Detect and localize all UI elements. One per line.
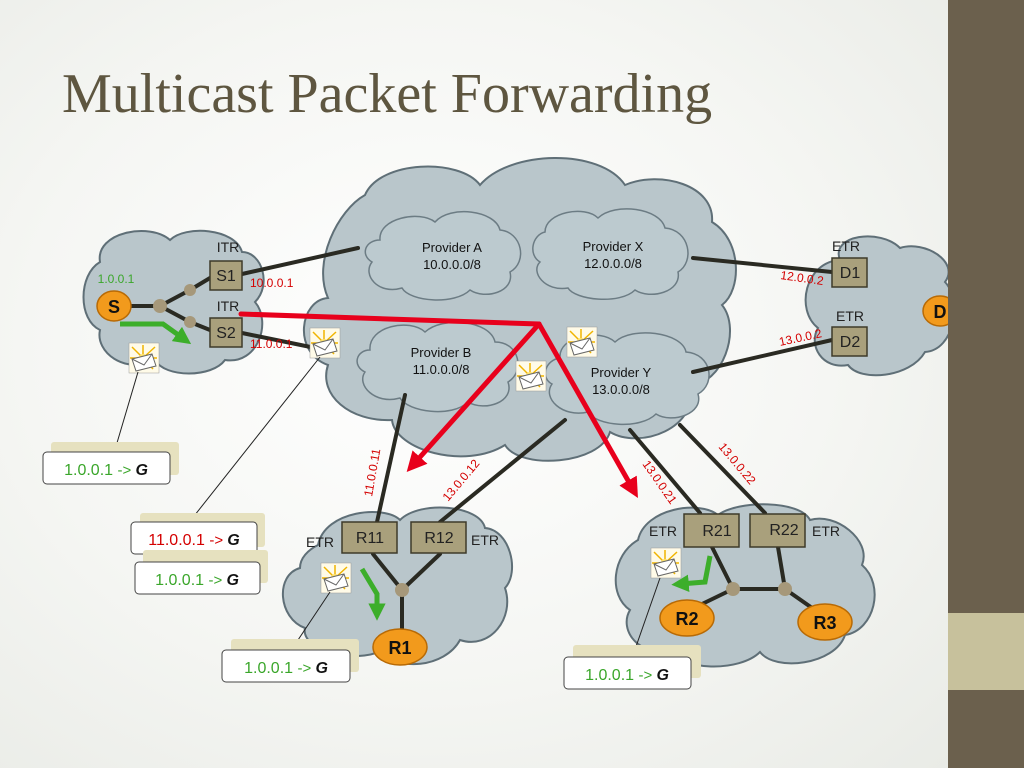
r12-rloc-label: 13.0.0.12 xyxy=(440,456,483,504)
provider-x-prefix: 12.0.0.0/8 xyxy=(584,256,642,271)
router-s1[interactable]: S1 xyxy=(209,260,243,291)
packet-src-address: 1.0.0.1 xyxy=(244,660,293,677)
d1-rloc-label: 12.0.0.2 xyxy=(780,268,825,288)
provider-b-label: Provider B xyxy=(411,345,472,360)
d1-role-tag: ETR xyxy=(832,238,860,254)
source-eid-label: 1.0.0.1 xyxy=(98,272,135,286)
multicast-packet-icon xyxy=(515,360,547,392)
receiver-node-r1[interactable]: R1 xyxy=(372,628,428,666)
provider-b-prefix: 11.0.0.0/8 xyxy=(413,362,470,377)
packet-src-address: 1.0.0.1 xyxy=(64,462,113,479)
packet-group: G xyxy=(226,572,238,589)
receiver-r2-label: R2 xyxy=(675,609,698,629)
sidebar-band xyxy=(948,613,1024,690)
router-r21-label: R21 xyxy=(702,523,731,540)
router-r12-label: R12 xyxy=(424,530,453,547)
callout-leader xyxy=(113,371,139,454)
provider-x-label: Provider X xyxy=(583,239,644,254)
s2-hub xyxy=(184,316,196,328)
multicast-packet-icon xyxy=(128,342,160,374)
r11-rloc-label: 11.0.0.11 xyxy=(361,447,383,497)
packet-src-address: 1.0.0.1 xyxy=(155,572,204,589)
packet-src-address: 1.0.0.1 xyxy=(585,667,634,684)
r11-role-tag: ETR xyxy=(306,534,334,550)
router-r22-label: R22 xyxy=(769,522,798,539)
slide-title: Multicast Packet Forwarding xyxy=(62,63,713,125)
packet-arrow: -> xyxy=(118,462,136,479)
d2-role-tag: ETR xyxy=(836,308,864,324)
router-s2-label: S2 xyxy=(216,325,236,342)
source-node-s[interactable]: S xyxy=(96,290,132,322)
forward-arrow-icon xyxy=(120,321,192,345)
router-r12[interactable]: R12 xyxy=(410,521,467,554)
callout-leader xyxy=(182,356,321,531)
svg-text:11.0.0.1 -> G: 11.0.0.1 -> G xyxy=(148,532,239,549)
s1-role-tag: ITR xyxy=(217,239,240,255)
source-node-label: S xyxy=(108,297,120,317)
provider-a-label: Provider A xyxy=(422,240,482,255)
s2-rloc-label: 11.0.0.1 xyxy=(250,337,293,351)
s1-rloc-label: 10.0.0.1 xyxy=(250,276,294,290)
packet-header-r1: 1.0.0.1 -> G xyxy=(221,639,359,683)
r22-role-tag: ETR xyxy=(812,523,840,539)
router-d2[interactable]: D2 xyxy=(831,326,868,357)
receiver-node-r2[interactable]: R2 xyxy=(659,599,715,637)
packet-header-outer: 11.0.0.1 -> G xyxy=(130,513,265,555)
s2-role-tag: ITR xyxy=(217,298,240,314)
multicast-packet-icon xyxy=(309,327,341,359)
multicast-packet-icon xyxy=(566,326,598,358)
network-diagram: Provider A 10.0.0.0/8 Provider X 12.0.0.… xyxy=(42,157,948,690)
packet-arrow: -> xyxy=(639,667,657,684)
forward-arrow-icon xyxy=(359,567,386,621)
r22-rloc-label: 13.0.0.22 xyxy=(716,440,759,488)
destination-node-d[interactable]: D xyxy=(922,295,948,327)
forward-arrow-icon xyxy=(671,555,713,593)
receiver-r3-label: R3 xyxy=(813,613,836,633)
svg-text:1.0.0.1 -> G: 1.0.0.1 -> G xyxy=(155,572,239,589)
packet-arrow: -> xyxy=(209,572,227,589)
provider-a-cloud xyxy=(364,210,522,301)
r12-role-tag: ETR xyxy=(471,532,499,548)
svg-text:1.0.0.1 -> G: 1.0.0.1 -> G xyxy=(244,660,328,677)
router-d1[interactable]: D1 xyxy=(831,257,868,288)
multicast-packet-icon xyxy=(650,547,682,579)
packet-group: G xyxy=(227,532,239,549)
destination-node-label: D xyxy=(934,302,947,322)
router-r11-label: R11 xyxy=(356,530,384,547)
router-d1-label: D1 xyxy=(840,265,861,282)
s1-hub xyxy=(184,284,196,296)
provider-a-prefix: 10.0.0.0/8 xyxy=(423,257,481,272)
multicast-packet-icon xyxy=(320,562,352,594)
source-hub xyxy=(153,299,167,313)
packet-arrow: -> xyxy=(209,532,227,549)
callout-leader xyxy=(631,577,661,659)
packet-arrow: -> xyxy=(298,660,316,677)
packet-group: G xyxy=(135,462,147,479)
router-r21[interactable]: R21 xyxy=(683,513,740,548)
router-r22[interactable]: R22 xyxy=(749,513,806,548)
packet-header-r2: 1.0.0.1 -> G xyxy=(563,645,701,690)
receiver-r1-label: R1 xyxy=(388,638,411,658)
packet-group: G xyxy=(315,660,327,677)
provider-x-cloud xyxy=(532,208,689,301)
packet-header-source: 1.0.0.1 -> G xyxy=(42,442,179,485)
r21-role-tag: ETR xyxy=(649,523,677,539)
r2-hub xyxy=(726,582,740,596)
provider-y-prefix: 13.0.0.0/8 xyxy=(592,382,650,397)
router-s1-label: S1 xyxy=(216,268,236,285)
router-r11[interactable]: R11 xyxy=(341,521,398,554)
packet-header-inner: 1.0.0.1 -> G xyxy=(134,550,268,595)
svg-text:1.0.0.1 -> G: 1.0.0.1 -> G xyxy=(585,667,669,684)
packet-outer-src-address: 11.0.0.1 xyxy=(148,532,205,549)
packet-group: G xyxy=(656,667,668,684)
multicast-path xyxy=(238,311,638,498)
provider-y-label: Provider Y xyxy=(591,365,652,380)
router-d2-label: D2 xyxy=(840,334,861,351)
router-s2[interactable]: S2 xyxy=(209,317,243,348)
svg-text:1.0.0.1 -> G: 1.0.0.1 -> G xyxy=(64,462,148,479)
r3-hub xyxy=(778,582,792,596)
r1-site-hub xyxy=(395,583,409,597)
receiver-node-r3[interactable]: R3 xyxy=(797,603,853,641)
